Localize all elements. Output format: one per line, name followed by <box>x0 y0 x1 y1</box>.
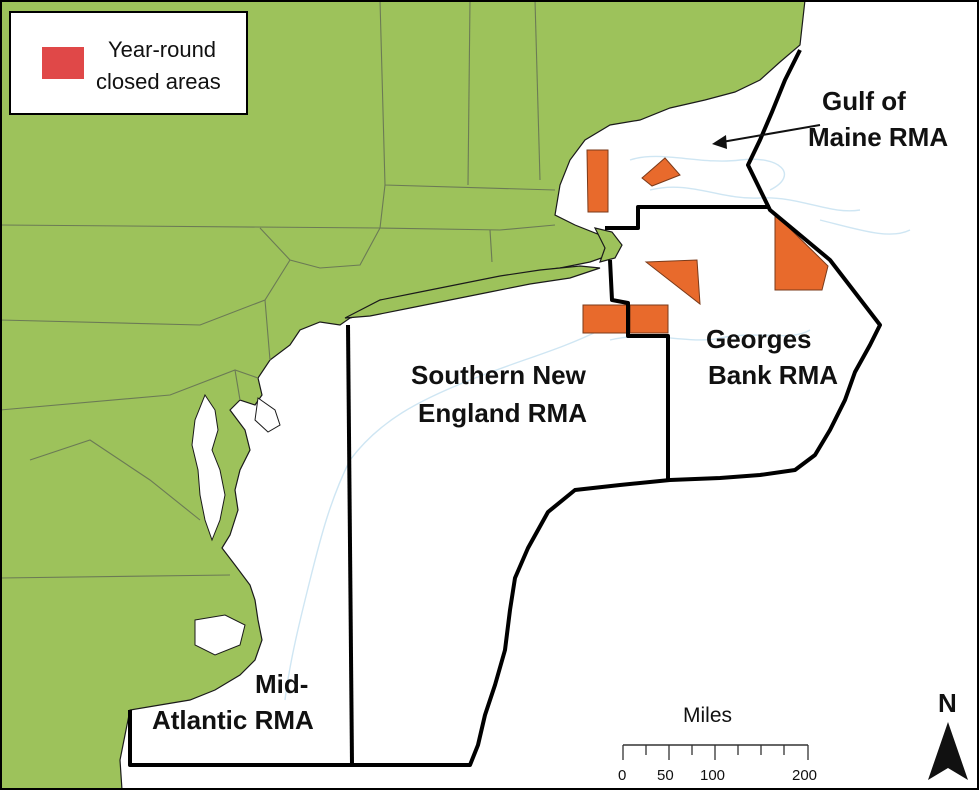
legend-swatch <box>42 47 84 79</box>
gom-gb-divider <box>605 205 770 230</box>
closed-area-gom-west <box>586 149 609 213</box>
scale-title: Miles <box>683 704 732 727</box>
label-ma-line1: Mid- <box>255 669 308 699</box>
label-gom-line2: Maine RMA <box>808 122 948 152</box>
scale-tick-100: 100 <box>700 767 725 784</box>
label-gb-line2: Bank RMA <box>708 360 838 390</box>
label-ma-line2: Atlantic RMA <box>152 705 314 735</box>
scale-bar: Miles 0 50 100 200 <box>618 704 817 784</box>
land-mass <box>0 0 806 790</box>
scale-tick-50: 50 <box>657 767 674 784</box>
closed-area-sne-west <box>582 304 629 334</box>
sne-gb-divider <box>608 259 670 480</box>
legend-label-line1: Year-round <box>108 37 216 62</box>
cape-cod <box>593 227 623 263</box>
closed-area-gb-east <box>774 212 829 291</box>
closed-area-gb-center <box>644 259 701 306</box>
north-arrow-icon <box>928 722 948 780</box>
north-arrow-label: N <box>938 688 957 718</box>
rma-boundaries <box>128 49 882 767</box>
state-boundaries <box>0 0 556 579</box>
label-sne-line1: Southern New <box>411 360 587 390</box>
legend-label-line2: closed areas <box>96 69 221 94</box>
chesapeake-bay <box>191 393 226 542</box>
north-arrow: N <box>928 688 968 780</box>
label-sne-line2: England RMA <box>418 398 587 428</box>
scale-tick-200: 200 <box>792 767 817 784</box>
label-gom-line1: Gulf of <box>822 86 906 116</box>
scale-tick-0: 0 <box>618 767 626 784</box>
closed-area-gom-east <box>641 157 681 187</box>
ma-sne-divider <box>346 324 354 766</box>
outer-rma-boundary <box>128 49 882 767</box>
legend: Year-round closed areas <box>9 11 248 115</box>
gom-leader-arrow <box>712 124 821 149</box>
long-island <box>344 265 601 319</box>
closed-area-sne-east <box>629 304 669 334</box>
pamlico-sound <box>194 614 246 656</box>
closed-areas <box>582 149 829 334</box>
delaware-bay <box>254 397 281 433</box>
label-gb-line1: Georges <box>706 324 812 354</box>
